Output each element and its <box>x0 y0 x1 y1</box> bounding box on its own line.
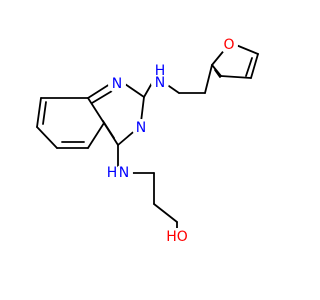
atom-label-ring-n-top: N <box>112 76 122 92</box>
bond <box>250 53 259 79</box>
bond <box>140 96 145 123</box>
atom-background <box>115 164 133 182</box>
molecule-svg: N N N H O N H HO <box>36 36 259 246</box>
atom-label-nh-bottom-n: N <box>119 165 129 181</box>
bond <box>153 203 178 223</box>
molecule-structure: N N N H O N H HO <box>36 36 259 246</box>
bond <box>36 126 58 149</box>
atom-label-ho: HO <box>166 229 188 245</box>
bond <box>87 83 111 99</box>
atom-background <box>164 228 190 246</box>
bond <box>36 97 42 128</box>
bond <box>245 57 253 77</box>
bond <box>211 64 222 77</box>
bond <box>102 120 115 139</box>
bond <box>91 90 113 104</box>
atom-label-ring-n-right: N <box>136 120 146 136</box>
atom-label-furan-o: O <box>223 37 234 53</box>
bond-layer <box>36 44 259 231</box>
atom-background <box>151 74 169 92</box>
bond <box>214 69 221 78</box>
atom-background <box>108 75 126 93</box>
bond <box>87 97 105 124</box>
bond <box>87 122 105 149</box>
atom-background <box>220 36 238 54</box>
atom-label-nh-top-h: H <box>155 63 166 79</box>
atom-layer: N N N H O N H HO <box>107 36 238 246</box>
bond <box>42 101 47 125</box>
atom-label-nh-top-n: N <box>155 75 165 91</box>
bond <box>235 44 259 55</box>
atom-background <box>132 119 150 137</box>
bond <box>220 75 252 79</box>
bond <box>124 83 145 98</box>
bond <box>204 64 213 94</box>
bond <box>143 82 153 98</box>
atom-label-nh-bottom-h: H <box>107 165 118 181</box>
